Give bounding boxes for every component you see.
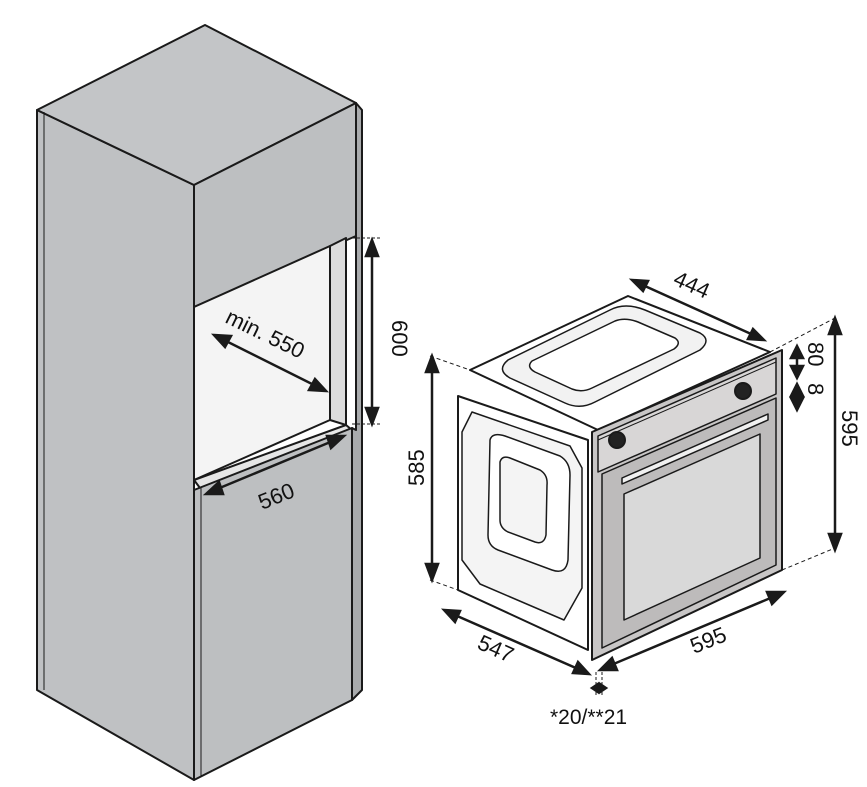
- label-body-height: 585: [404, 449, 429, 486]
- cabinet-side-panel: [36, 109, 195, 781]
- cabinet-illustration: [36, 24, 363, 781]
- oven-door-handle: [621, 413, 769, 485]
- cabinet-lower-front: [193, 427, 353, 781]
- label-door-thickness: *20/**21: [550, 706, 627, 729]
- cabinet-dimension-lines: [202, 236, 380, 496]
- label-control-panel: 80: [803, 342, 828, 366]
- oven-glass: [623, 433, 761, 621]
- label-body-depth: 547: [474, 630, 518, 668]
- oven-illustration: [429, 295, 836, 661]
- label-top-depth: 444: [670, 266, 714, 304]
- oven-control-panel: [597, 357, 777, 473]
- label-opening-height: 600: [387, 320, 412, 357]
- oven-knob-right: [734, 382, 752, 400]
- oven-knob-left: [608, 431, 626, 449]
- label-total-height: 595: [837, 410, 862, 447]
- label-front-width: 595: [687, 622, 730, 659]
- cabinet-right-edge: [351, 102, 363, 701]
- label-top-gap: 8: [803, 383, 828, 395]
- oven-dimension-lines: [424, 278, 843, 696]
- cabinet-niche-right: [329, 237, 347, 426]
